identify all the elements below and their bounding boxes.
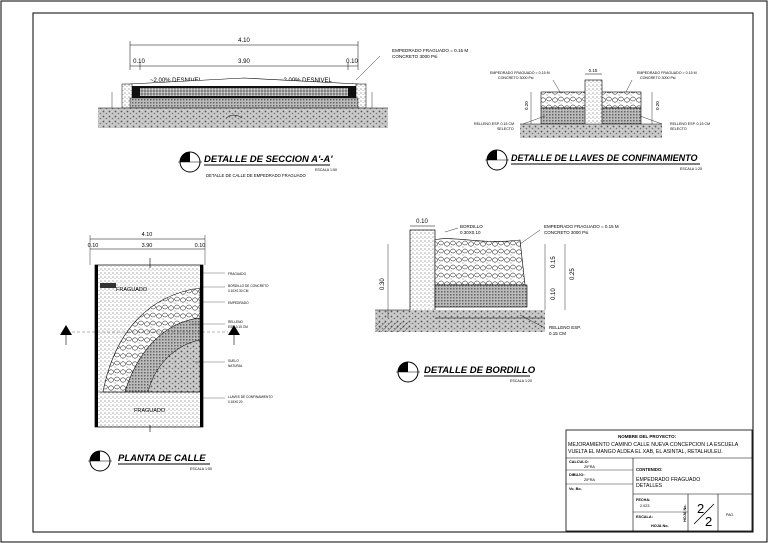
bordillo-note-relleno-2: 0.15 CM bbox=[549, 331, 566, 336]
llaves-dim-left: 0.20 bbox=[524, 101, 529, 110]
planta-callout-relleno-2: ESP. 0.15 CM bbox=[228, 325, 248, 329]
planta-detail: 4.10 0.10 3.90 0.10 FRAGUADO FRAGUADO bbox=[60, 232, 273, 472]
bordillo-note-empedrado-1: EMPEDRADO FRAGUADO = 0.15 M bbox=[544, 224, 619, 229]
planta-scale: ESCALA 1:50 bbox=[190, 467, 212, 471]
planta-dim-right: 0.10 bbox=[195, 243, 206, 249]
bordillo-note-bordillo-1: BORDILLO bbox=[460, 224, 483, 229]
llaves-note-right-top-1: EMPEDRADO FRAGUADO = 0.15 M bbox=[637, 71, 697, 75]
section-aa-subtitle: DETALLE DE CALLE DE EMPEDRADO FRAGUADO bbox=[206, 173, 306, 178]
llaves-dim-top: 0.15 bbox=[589, 68, 598, 73]
planta-callout-bordillo-1: BORDILLO DE CONCRETO bbox=[228, 284, 269, 288]
project-heading: NOMBRE DEL PROYECTO: bbox=[618, 434, 677, 439]
planta-callout-suelo-2: NATURAL bbox=[228, 364, 243, 368]
section-dim-center: 3.90 bbox=[238, 59, 250, 65]
dibujo-value: ZIFRA bbox=[584, 478, 595, 482]
project-name-line1: MEJORAMIENTO CAMINO CALLE NUEVA CONCEPCI… bbox=[568, 442, 739, 448]
slope-left-label: ~2.00% DESNIVEL bbox=[150, 78, 203, 84]
sheet-total: 2 bbox=[705, 514, 712, 529]
section-dim-right: 0.10 bbox=[346, 59, 358, 65]
hoja-label: HOJA No. bbox=[651, 524, 669, 528]
section-note-line2: CONCRETO 3000 Psi bbox=[392, 54, 437, 59]
planta-label-bottom: FRAGUADO bbox=[134, 408, 166, 414]
bordillo-dim-c: 0.25 bbox=[570, 268, 576, 280]
llaves-note-left-top-2: CONCRETO 3000 Psi bbox=[498, 76, 534, 80]
planta-dim-total: 4.10 bbox=[142, 232, 153, 238]
planta-callout-llaves-2: 0.15X0.20 bbox=[228, 400, 243, 404]
dibujo-label: DIBUJO: bbox=[569, 473, 585, 477]
calculo-label: CALCULO: bbox=[569, 460, 589, 464]
llaves-dim-right: 0.20 bbox=[655, 101, 660, 110]
fecha-value: 2.023 bbox=[640, 504, 650, 508]
planta-label-top: FRAGUADO bbox=[116, 287, 148, 293]
section-title-symbol bbox=[178, 151, 202, 173]
bordillo-dim-a: 0.15 bbox=[551, 256, 557, 268]
bordillo-title: DETALLE DE BORDILLO bbox=[424, 365, 536, 376]
llaves-note-right-bot-1: RELLENO ESP. 0.15 CM bbox=[670, 122, 710, 126]
bordillo-dim-top: 0.10 bbox=[416, 219, 428, 225]
section-aa-scale: ESCALA 1:50 bbox=[315, 168, 337, 172]
planta-title: PLANTA DE CALLE bbox=[118, 453, 206, 464]
escala-label: ESCALA: bbox=[636, 515, 653, 519]
contenido-label: CONTENIDO: bbox=[636, 467, 663, 472]
bordillo-title-symbol bbox=[396, 361, 420, 383]
llaves-title: DETALLE DE LLAVES DE CONFINAMIENTO bbox=[511, 153, 698, 163]
sheet-number: 2 bbox=[697, 501, 704, 516]
bordillo-note-bordillo-2: 0.30X0.10 bbox=[460, 230, 481, 235]
contenido-line2: DETALLES bbox=[636, 483, 663, 489]
planta-callouts: FRAGUADO BORDILLO DE CONCRETO 0.10X0.30 … bbox=[190, 272, 273, 404]
bordillo-scale: ESCALA 1:20 bbox=[510, 379, 532, 383]
planta-callout-relleno-1: RELLENO bbox=[228, 320, 243, 324]
llaves-note-left-top-1: EMPEDRADO FRAGUADO = 0.15 M bbox=[490, 71, 550, 75]
section-aa-title: DETALLE DE SECCION A'-A' bbox=[204, 154, 333, 165]
page-mark: PAG. bbox=[726, 513, 734, 517]
contenido-line1: EMPEDRADO FRAGUADO bbox=[636, 477, 700, 483]
bordillo-detail: 0.10 0.30 0.15 0.10 0.25 BORDILLO 0.30X0… bbox=[375, 219, 619, 383]
fecha-label: FECHA: bbox=[636, 498, 650, 502]
calculo-value: ZIFRA bbox=[584, 465, 595, 469]
planta-callout-bordillo-2: 0.10X0.30 CM bbox=[228, 289, 249, 293]
planta-callout-fraguado: FRAGUADO bbox=[228, 272, 247, 276]
bordillo-note-empedrado-2: CONCRETO 3000 Psi bbox=[544, 230, 588, 235]
llaves-note-right-bot-2: SELECTO bbox=[670, 127, 687, 131]
section-note-line1: EMPEDRADO FRAGUADO = 0.15 M bbox=[392, 48, 468, 53]
planta-dim-center: 3.90 bbox=[142, 243, 153, 249]
inner-border bbox=[32, 12, 754, 533]
planta-callout-llaves-1: LLAVES DE CONFINAMIENTO bbox=[228, 395, 273, 399]
planta-dim-left: 0.10 bbox=[88, 243, 99, 249]
bordillo-dim-height: 0.30 bbox=[380, 278, 386, 290]
llaves-note-left-bot-1: RELLENO ESP. 0.15 CM bbox=[474, 122, 514, 126]
llaves-note-left-bot-2: SELECTO bbox=[497, 127, 514, 131]
project-name-line2: VUELTA EL MANGO ALDEA EL XAB, EL ASINTAL… bbox=[568, 449, 723, 455]
section-dim-left: 0.10 bbox=[133, 59, 145, 65]
vobo-label: Vo. Bo. bbox=[569, 487, 582, 491]
hoja-vertical-label: HOJA No. bbox=[683, 504, 687, 522]
section-aa-detail: 4.10 0.10 3.90 0.10 ~2.00% DESNIVEL ~2.0… bbox=[98, 38, 468, 178]
llaves-note-right-top-2: CONCRETO 3000 Psi bbox=[640, 76, 676, 80]
title-block: NOMBRE DEL PROYECTO: MEJORAMIENTO CAMINO… bbox=[565, 429, 753, 532]
llaves-detail: 0.15 0.20 0.20 EMPEDRADO FRAGUADO = 0.15… bbox=[474, 68, 710, 171]
section-dim-total: 4.10 bbox=[238, 38, 250, 44]
planta-callout-empedrado: EMPEDRADO bbox=[228, 301, 249, 305]
llaves-scale: ESCALA 1:25 bbox=[680, 167, 702, 171]
bordillo-dim-b: 0.10 bbox=[551, 288, 557, 300]
planta-title-symbol bbox=[88, 450, 112, 472]
planta-callout-suelo-1: SUELO bbox=[228, 359, 239, 363]
bordillo-note-relleno-1: RELLENO ESP. bbox=[549, 325, 581, 330]
llaves-title-symbol bbox=[485, 149, 509, 171]
